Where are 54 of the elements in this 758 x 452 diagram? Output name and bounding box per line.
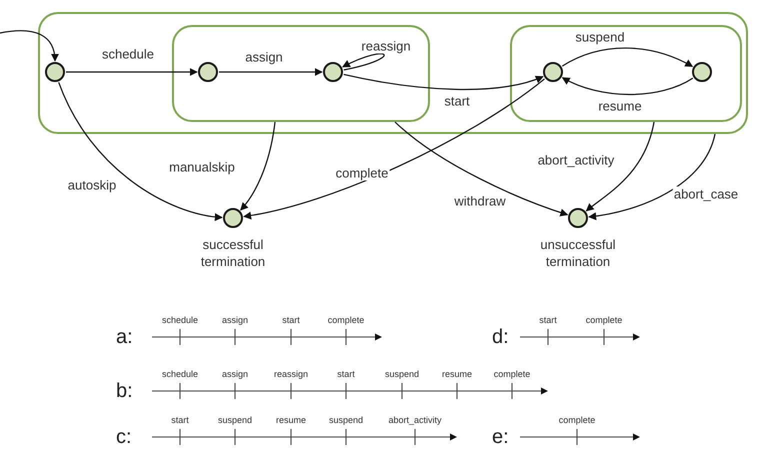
event-label: start [337,369,355,380]
state-circle [198,62,218,82]
event-label: suspend [328,415,364,426]
transition-arrow [586,122,655,212]
edge-label: abort_case [672,186,740,202]
transition-arrow [243,78,545,220]
state-caption: successful termination [200,236,266,270]
event-label: start [539,315,557,326]
event-label: complete [494,369,530,380]
state-circle [45,62,65,82]
transition-arrow [344,74,544,90]
event-label: abort_activity [388,415,442,426]
edge-label: schedule [100,46,156,62]
event-label: assign [222,315,248,326]
row-letter: e: [492,426,509,448]
transition-arrow [66,68,198,76]
edge-label: autoskip [66,178,118,192]
event-label: assign [222,369,248,380]
transition-arrow [240,122,276,211]
edge-label: complete [334,166,390,180]
edge-label: reassign [360,38,412,54]
row-letter: b: [116,380,133,402]
event-label: complete [586,315,622,326]
row-letter: d: [492,326,509,348]
transition-arrow [58,82,223,221]
state-circle [692,62,712,82]
transition-arrow [0,30,58,62]
event-label: suspend [218,415,252,426]
row-letter: a: [116,326,133,348]
event-label: complete [558,415,596,426]
event-label: resume [442,369,472,380]
transition-arrow [562,47,694,68]
event-label: schedule [162,315,198,326]
event-label: complete [328,315,364,326]
event-label: start [282,315,300,326]
transition-arrow [342,53,384,70]
event-label: schedule [162,369,198,380]
state-circle [323,62,343,82]
row-letter: c: [116,426,132,448]
edge-label: abort_activity [536,152,616,168]
edge-label: suspend [574,30,626,44]
event-label: suspend [384,369,420,380]
transition-arrow [562,77,694,96]
edge-label: manualskip [168,160,236,174]
event-label: reassign [274,369,308,380]
state-circle [543,62,563,82]
edge-label: assign [244,50,284,64]
transition-arrow [219,68,323,76]
event-label: start [171,415,189,426]
transition-arrow [588,134,716,220]
event-label: resume [276,415,306,426]
transition-arrow [394,122,568,216]
edge-label: withdraw [453,194,507,208]
state-caption: unsuccessful termination [539,236,617,270]
